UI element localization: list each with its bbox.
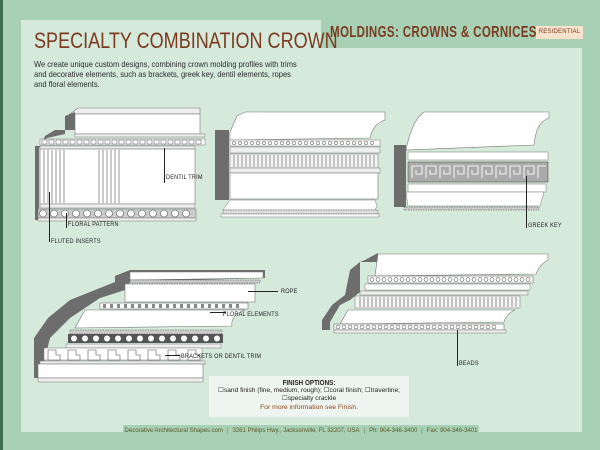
page-title: SPECIALTY COMBINATION CROWN	[34, 28, 338, 53]
left-edge-strip	[0, 0, 3, 450]
callout-floral-elements: FLORAL ELEMENTS	[223, 311, 279, 318]
leader-beads	[457, 330, 458, 366]
footer-address: 3261 Philips Hwy., Jacksonville, FL 3220…	[232, 428, 360, 434]
footer-phone: Ph: 904-346-3400	[369, 428, 418, 434]
callout-fluted-inserts: FLUTED INSERTS	[51, 238, 101, 245]
residential-badge[interactable]: RESIDENTIAL	[536, 26, 583, 39]
callout-floral-pattern: FLORAL PATTERN	[68, 221, 119, 228]
callout-rope: ROPE	[281, 288, 298, 295]
leader-floral-elements	[210, 312, 226, 313]
footer-separator: |	[226, 428, 229, 434]
callout-greek-key: GREEK KEY	[528, 222, 562, 229]
molding-illustration-rope-floral-brackets	[34, 270, 265, 383]
leader-floral-pattern	[66, 213, 67, 228]
footer-separator: |	[363, 428, 366, 434]
finish-options-line-1: ☐sand finish (fine, medium, rough); ☐cor…	[218, 387, 400, 394]
finish-options-box: FINISH OPTIONS: ☐sand finish (fine, medi…	[209, 376, 409, 417]
molding-illustration-dentil-fluted	[35, 107, 206, 222]
molding-illustration-bead-fluted	[215, 111, 386, 218]
leader-brackets	[165, 355, 180, 356]
leader-dentil-trim	[164, 148, 165, 183]
finish-info-link[interactable]: For more information see Finish.	[260, 404, 358, 411]
footer-separator: |	[421, 428, 423, 434]
molding-illustration-greek-key	[394, 111, 550, 211]
intro-text: We create unique custom designs, combini…	[34, 60, 297, 89]
leader-greek-key	[526, 176, 527, 228]
leader-fluted-inserts	[49, 192, 50, 242]
callout-brackets-or-dentil-trim: BRACKETS OR DENTIL TRIM	[181, 353, 262, 360]
section-title[interactable]: MOLDINGS: CROWNS & CORNICES.	[330, 24, 541, 41]
finish-options-title: FINISH OPTIONS:	[282, 380, 336, 387]
molding-illustration-beads	[322, 253, 549, 334]
footer-contact-bar: Decorative Architectural Shapes.com|3261…	[123, 425, 479, 438]
callout-beads: BEADS	[459, 360, 479, 367]
footer-site-link[interactable]: Decorative Architectural Shapes.com	[124, 428, 223, 434]
leader-rope	[248, 291, 278, 292]
footer-fax: Fax: 904-346-3401	[426, 428, 478, 434]
callout-dentil-trim: DENTIL TRIM	[166, 174, 203, 181]
finish-options-line-2: ☐specialty crackle	[281, 395, 337, 402]
